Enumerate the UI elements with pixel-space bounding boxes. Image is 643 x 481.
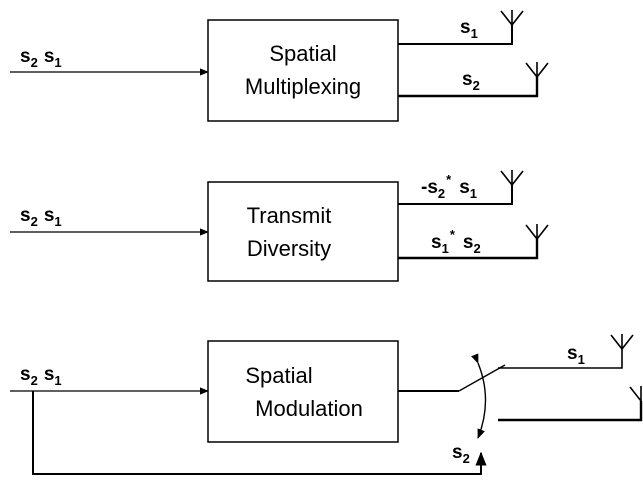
output-line-smod-2 bbox=[498, 401, 643, 422]
switch-blade bbox=[458, 364, 506, 392]
transmit-diversity-block bbox=[207, 181, 399, 282]
spatial-modulation-block bbox=[207, 340, 399, 443]
output-label-td-2: s1*s2 bbox=[431, 227, 481, 256]
spatial-modulation-line1: Spatial bbox=[245, 363, 312, 388]
control-label: s2 bbox=[452, 442, 470, 466]
output-label-td-1: -s2*s1 bbox=[421, 172, 477, 201]
output-line-sm-1 bbox=[398, 25, 513, 45]
output-line-sm-2 bbox=[398, 77, 539, 98]
spatial-multiplexing-line1: Spatial bbox=[269, 41, 336, 66]
output-label-smod-1: s1 bbox=[567, 343, 585, 367]
output-line-smod-1 bbox=[498, 349, 623, 369]
output-line-td-1 bbox=[398, 185, 513, 205]
antenna-icon bbox=[629, 386, 642, 402]
spatial-multiplexing-block bbox=[207, 19, 399, 122]
antenna-icon bbox=[525, 62, 549, 78]
antenna-icon bbox=[525, 224, 549, 240]
antenna-icon bbox=[500, 170, 524, 186]
antenna-icon bbox=[610, 334, 634, 350]
switch-selector-arrow bbox=[471, 353, 487, 439]
control-path bbox=[32, 391, 487, 475]
output-line-td-2 bbox=[398, 239, 539, 260]
output-label-sm-2: s2 bbox=[462, 69, 480, 93]
spatial-modulation-line2: Modulation bbox=[255, 396, 363, 421]
spatial-multiplexing-line2: Multiplexing bbox=[245, 74, 361, 99]
transmit-diversity-line1: Transmit bbox=[247, 203, 332, 228]
output-label-sm-1: s1 bbox=[460, 17, 478, 41]
antenna-icon bbox=[500, 10, 524, 26]
transmit-diversity-line2: Diversity bbox=[247, 236, 331, 261]
